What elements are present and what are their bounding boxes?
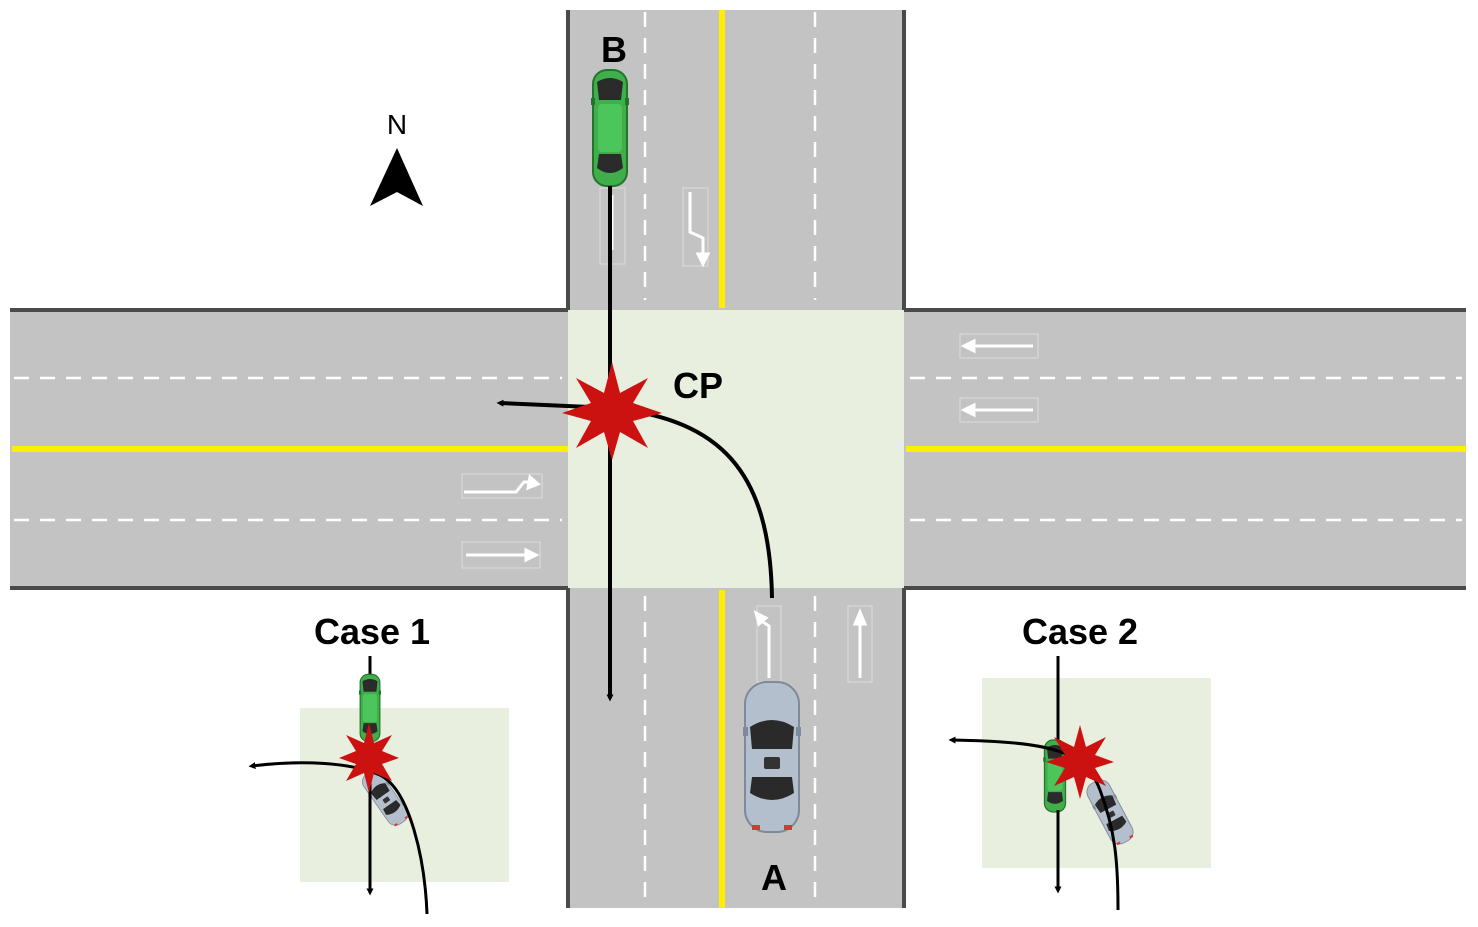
vertical-road-south <box>568 588 904 908</box>
north-label: N <box>387 109 407 140</box>
case-1-illustration <box>248 656 509 915</box>
silver-car-icon <box>742 681 802 833</box>
conflict-star-icon <box>1046 725 1114 799</box>
vehicle-b-label: B <box>601 29 627 70</box>
conflict-point-label: CP <box>673 365 723 406</box>
conflict-star-icon <box>562 362 662 460</box>
case-2-label: Case 2 <box>1022 611 1138 652</box>
green-car-icon <box>590 69 630 187</box>
vehicle-a-label: A <box>761 857 787 898</box>
conflict-star-icon <box>339 723 399 793</box>
north-indicator <box>370 148 423 206</box>
road-network <box>10 10 1466 908</box>
lane-dashes <box>14 12 1462 908</box>
case-1-box <box>300 708 509 882</box>
case-2-illustration <box>948 656 1211 911</box>
case-1-label: Case 1 <box>314 611 430 652</box>
vehicle-a <box>742 681 802 833</box>
north-arrow-icon <box>370 148 423 206</box>
center-lines <box>12 10 1466 908</box>
road-edges <box>10 10 1466 908</box>
vehicle-b <box>590 69 630 187</box>
intersection-box <box>568 310 904 588</box>
